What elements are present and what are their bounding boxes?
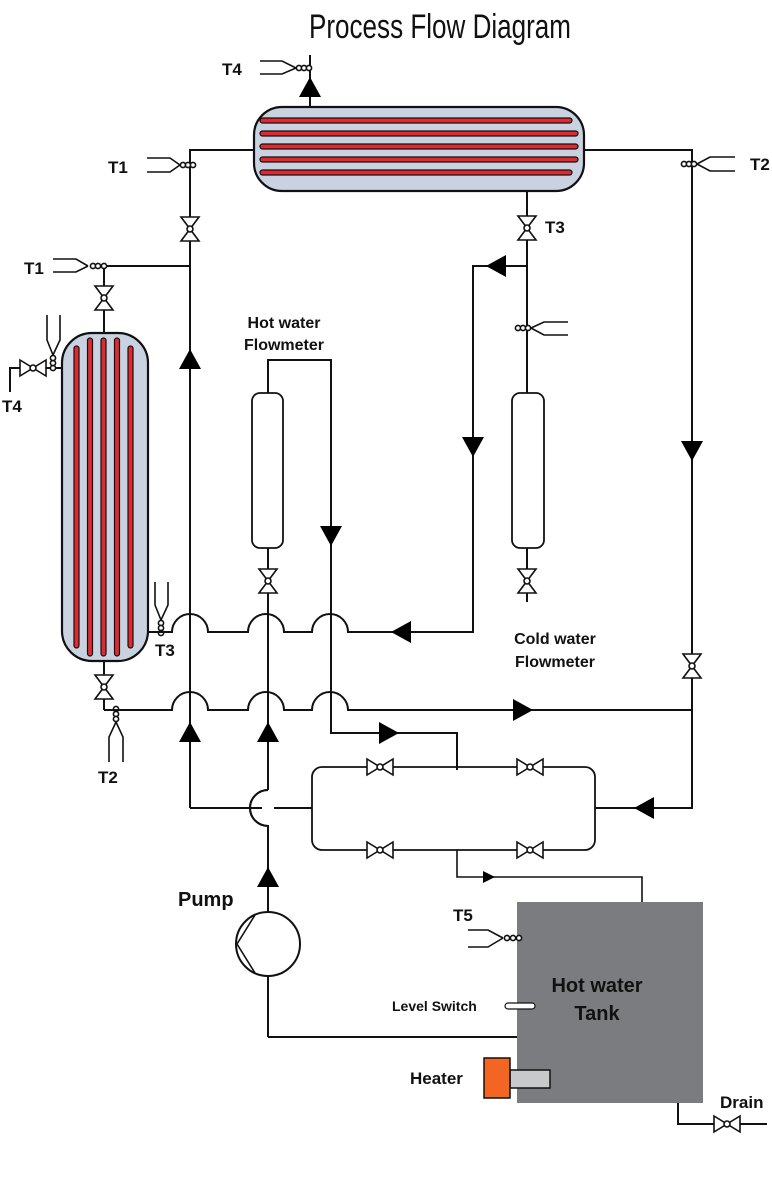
label-cold-flowmeter-1: Cold water (514, 631, 596, 648)
label-hot-flowmeter-2: Flowmeter (244, 337, 324, 354)
thermocouple-t3-left: T3 (154, 582, 175, 660)
heat-exchanger-tube (86, 337, 94, 657)
flow-arrow-left (486, 255, 506, 277)
label-t2-top: T2 (750, 155, 770, 174)
thermocouple-t2-left: T2 (98, 705, 124, 787)
flow-arrow-down (320, 526, 342, 546)
thermocouple-t1-top: T1 (108, 157, 197, 177)
flow-arrow-right (483, 871, 495, 883)
flow-arrow-up (257, 867, 279, 887)
valve[interactable] (366, 841, 394, 859)
label-cold-flowmeter-2: Flowmeter (515, 654, 595, 671)
flow-arrow-down (462, 437, 484, 457)
label-t3-top: T3 (545, 218, 565, 237)
heat-exchanger-tube (259, 169, 573, 176)
valve-manifold (311, 758, 596, 859)
valve[interactable] (517, 215, 537, 241)
label-t4-left: T4 (2, 397, 22, 416)
flow-arrow-right (379, 722, 399, 744)
flow-arrow-up (299, 77, 321, 97)
flow-arrow-up (257, 722, 279, 742)
heater: Heater (410, 1057, 551, 1099)
drain: Drain (677, 1093, 767, 1133)
valve[interactable] (516, 758, 544, 776)
flow-arrow-up (179, 722, 201, 742)
heat-exchanger-tube (127, 345, 134, 649)
label-drain: Drain (720, 1093, 763, 1112)
heat-exchanger-tube (100, 337, 107, 657)
flow-arrow-up (179, 349, 201, 369)
cold-water-flowmeter: Cold water Flowmeter (511, 392, 596, 671)
heat-exchanger-tube (259, 156, 579, 163)
pump[interactable]: Pump (178, 889, 518, 1038)
label-t4-top: T4 (222, 60, 242, 79)
heat-exchanger-tube (113, 337, 121, 657)
valve[interactable] (516, 841, 544, 859)
label-level-switch: Level Switch (392, 998, 477, 1014)
label-pump: Pump (178, 889, 234, 911)
valve[interactable] (517, 568, 537, 594)
flow-arrow-down (681, 441, 703, 461)
label-t3-left: T3 (155, 641, 175, 660)
valve[interactable] (682, 653, 702, 679)
horizontal-heat-exchanger (252, 105, 586, 193)
heat-exchanger-tube (259, 117, 573, 124)
valve[interactable] (19, 359, 47, 377)
flow-arrow-left (391, 621, 411, 643)
heat-exchanger-tube (259, 143, 579, 150)
thermocouple-cold-line (514, 321, 568, 336)
valve[interactable] (366, 758, 394, 776)
heat-exchanger-tube (73, 345, 80, 649)
flow-arrow-left (634, 797, 654, 819)
label-t1-left: T1 (24, 259, 44, 278)
hot-water-flowmeter: Hot water Flowmeter (244, 315, 458, 790)
valve[interactable] (94, 674, 114, 700)
drain-valve[interactable] (713, 1115, 741, 1133)
thermocouple-t5: T5 (453, 906, 523, 948)
label-t1-top: T1 (108, 158, 128, 177)
label-t5: T5 (453, 906, 473, 925)
flow-arrow-right (513, 699, 533, 721)
label-heater: Heater (410, 1069, 463, 1088)
label-hot-flowmeter-1: Hot water (248, 315, 321, 332)
thermocouple-t4-left: T4 (2, 315, 62, 416)
label-tank-2: Tank (574, 1003, 620, 1025)
thermocouple-t4-top: T4 (222, 55, 321, 107)
valve[interactable] (180, 216, 200, 242)
thermocouple-t1-left: T1 (24, 258, 108, 278)
vertical-heat-exchanger (60, 331, 150, 663)
level-switch: Level Switch (392, 998, 536, 1014)
heat-exchanger-tube (259, 130, 579, 137)
valve[interactable] (258, 568, 278, 594)
diagram-title: Process Flow Diagram (309, 8, 571, 46)
thermocouple-t2-top: T2 (680, 155, 770, 174)
label-t2-left: T2 (98, 768, 118, 787)
valve[interactable] (94, 285, 114, 311)
label-tank-1: Hot water (551, 975, 642, 997)
